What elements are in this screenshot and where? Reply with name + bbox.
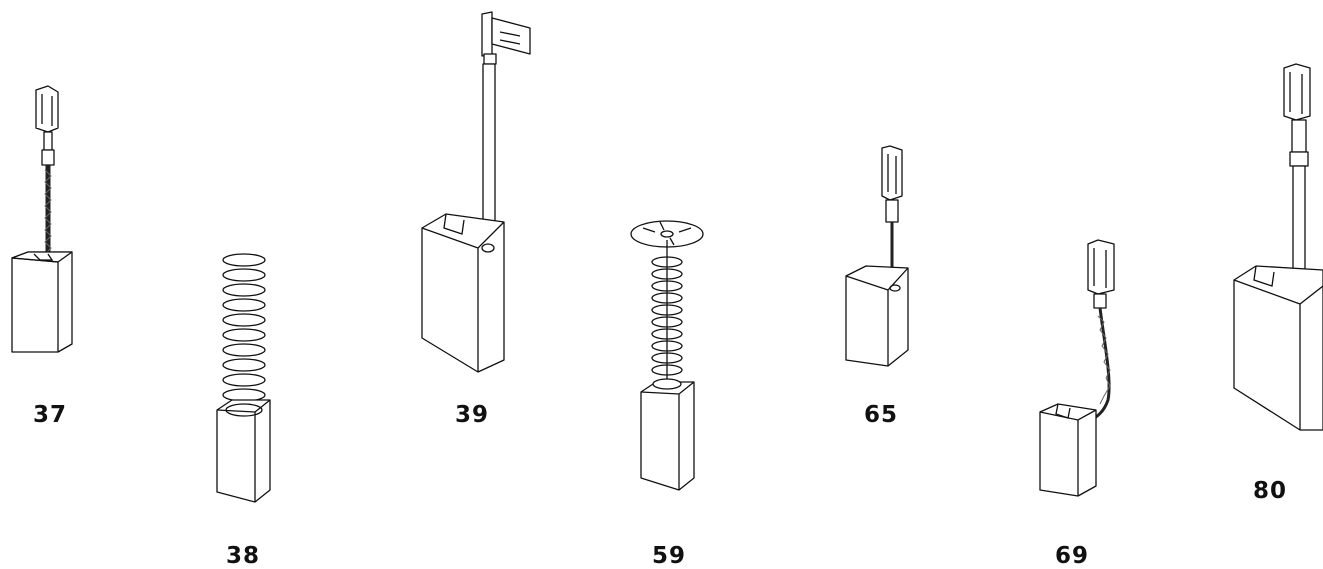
carbon-brush-65-drawing bbox=[845, 145, 909, 367]
carbon-brush-80-drawing bbox=[1233, 63, 1323, 431]
part-label-39: 39 bbox=[455, 402, 490, 428]
part-label-37: 37 bbox=[33, 402, 68, 428]
part-label-38: 38 bbox=[226, 543, 261, 569]
part-label-65: 65 bbox=[864, 402, 899, 428]
carbon-brush-37-drawing bbox=[11, 85, 73, 353]
carbon-brush-69-drawing bbox=[1039, 239, 1115, 497]
carbon-brush-39-drawing bbox=[421, 11, 531, 373]
part-label-80: 80 bbox=[1253, 478, 1288, 504]
carbon-brush-59-drawing bbox=[630, 220, 704, 491]
carbon-brush-38-drawing bbox=[216, 253, 271, 503]
part-label-69: 69 bbox=[1055, 543, 1090, 569]
part-label-59: 59 bbox=[652, 543, 687, 569]
